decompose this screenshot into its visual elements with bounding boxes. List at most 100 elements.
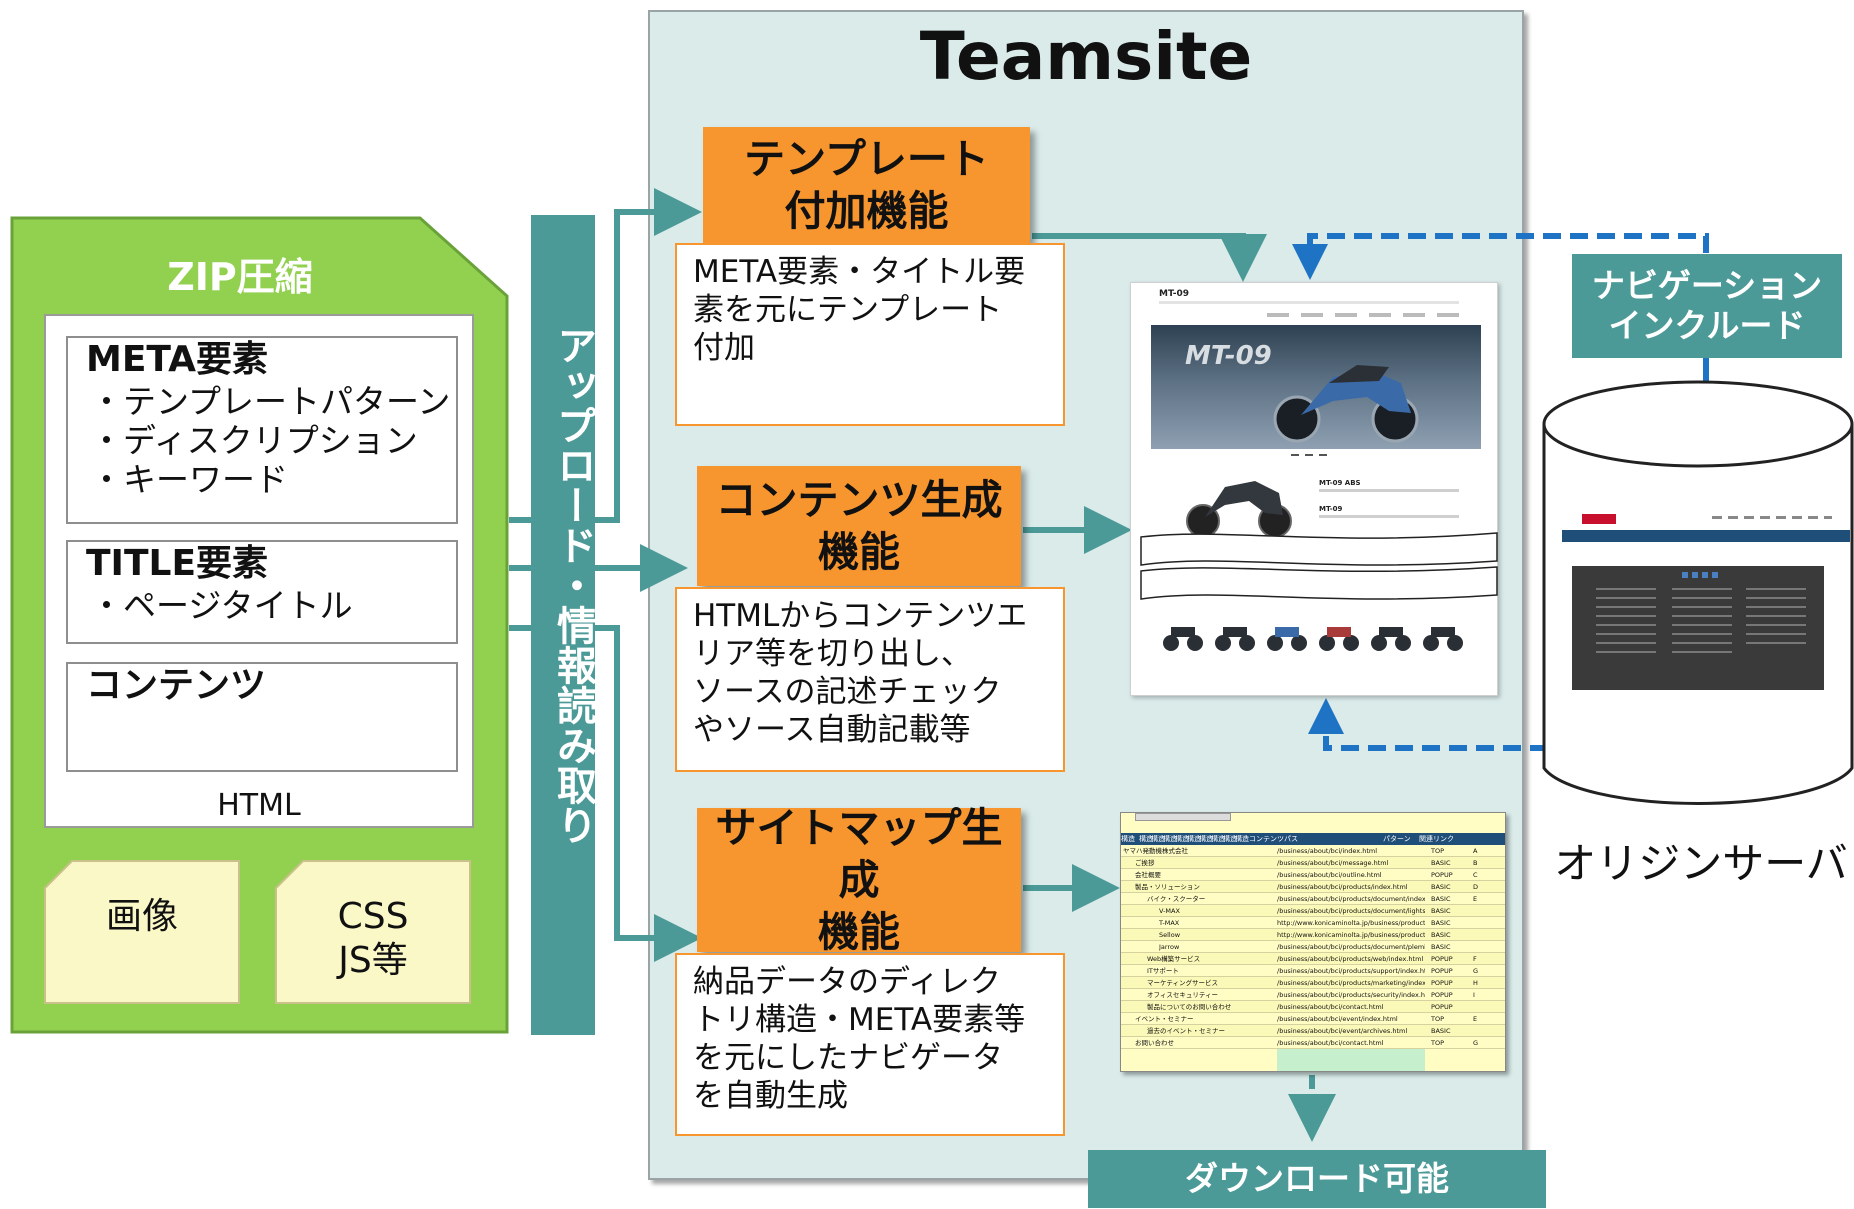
- sheet-pattern-cell: BASIC: [1431, 895, 1451, 903]
- sheet-header-cell: 構造: [1121, 835, 1135, 843]
- image-file-label: 画像: [105, 896, 178, 937]
- sheet-header-row: 構造構造構造構造構造構造構造構造構造構造コンテンツパスパターン関連リンク: [1121, 833, 1505, 845]
- include-header-snippet: [1562, 510, 1850, 544]
- sitemap-spreadsheet: 構造構造構造構造構造構造構造構造構造構造コンテンツパスパターン関連リンク ヤマハ…: [1120, 812, 1506, 1072]
- footer-link-column: [1746, 588, 1806, 648]
- sheet-link-cell: C: [1473, 871, 1478, 879]
- contents-heading: コンテンツ: [86, 665, 267, 706]
- sheet-pattern-cell: POPUP: [1431, 1003, 1453, 1011]
- description-line: トリ構造・META要素等: [693, 1002, 1026, 1038]
- css-js-file: [275, 860, 471, 1004]
- sheet-pattern-cell: BASIC: [1431, 943, 1451, 951]
- meta-element-box: META要素 ・テンプレートパターン ・ディスクリプション ・キーワード: [66, 336, 458, 524]
- html-file: META要素 ・テンプレートパターン ・ディスクリプション ・キーワード TIT…: [44, 314, 474, 828]
- sheet-structure-cell: V-MAX: [1159, 907, 1180, 915]
- description-line: 納品データのディレク: [693, 964, 1001, 1000]
- sheet-path-cell: http://www.konicaminolta.jp/business/pro…: [1277, 931, 1425, 939]
- sheet-pattern-cell: BASIC: [1431, 931, 1451, 939]
- include-global-nav: [1562, 530, 1850, 542]
- sheet-structure-cell: Jarrow: [1159, 943, 1180, 951]
- sheet-row: 製品についてのお問い合わせ/business/about/bci/contact…: [1121, 1001, 1505, 1013]
- sheet-structure-cell: T-MAX: [1159, 919, 1180, 927]
- upload-bar-label: アップロード・情報読み取り: [550, 325, 596, 845]
- sheet-header-cell: コンテンツパス: [1249, 835, 1298, 843]
- sheet-pattern-cell: BASIC: [1431, 859, 1451, 867]
- sheet-link-cell: A: [1473, 847, 1478, 855]
- preview-model-name: MT-09: [1319, 505, 1343, 513]
- sheet-pattern-cell: POPUP: [1431, 991, 1453, 999]
- model-lineup-thumbnails: [1163, 627, 1463, 651]
- sheet-row: Web構築サービス/business/about/bci/products/we…: [1121, 953, 1505, 965]
- html-caption: HTML: [217, 788, 301, 823]
- sheet-pattern-cell: TOP: [1431, 1015, 1445, 1023]
- template-function-description: META要素・タイトル要 素を元にテンプレート 付加: [675, 243, 1065, 426]
- meta-item: ・テンプレートパターン: [90, 382, 451, 421]
- generated-page-preview: MT-09 MT-09 MT-09 ABS MT-09: [1130, 282, 1498, 696]
- sheet-link-cell: F: [1473, 955, 1477, 963]
- sheet-structure-cell: お問い合わせ: [1135, 1039, 1174, 1047]
- preview-model-text: [1319, 489, 1459, 492]
- preview-model-name: MT-09 ABS: [1319, 479, 1361, 487]
- title-element-box: TITLE要素 ・ページタイトル: [66, 540, 458, 644]
- sitemap-function-title: 機能: [818, 908, 900, 956]
- contents-function-title: コンテンツ生成: [715, 476, 1003, 524]
- zip-title: ZIP圧縮: [167, 255, 313, 299]
- sheet-link-cell: G: [1473, 1039, 1479, 1047]
- sheet-link-cell: G: [1473, 967, 1479, 975]
- sheet-link-cell: E: [1473, 1015, 1478, 1023]
- sheet-link-cell: H: [1473, 979, 1478, 987]
- sheet-header-cell: パターン: [1383, 835, 1411, 843]
- title-element-item: ・ページタイトル: [90, 586, 353, 625]
- social-icons: [1682, 572, 1718, 578]
- sheet-path-cell: /business/about/bci/message.html: [1277, 859, 1389, 867]
- sheet-row: バイク・スクーター/business/about/bci/products/do…: [1121, 893, 1505, 905]
- sitemap-function-description: 納品データのディレク トリ構造・META要素等 を元にしたナビゲータ を自動生成: [675, 953, 1065, 1136]
- navigation-include-line: インクルード: [1608, 306, 1806, 345]
- sheet-path-cell: /business/about/bci/products/support/ind…: [1277, 967, 1425, 975]
- sheet-path-cell: /business/about/bci/contact.html: [1277, 1039, 1384, 1047]
- sheet-structure-cell: ITサポート: [1147, 967, 1179, 975]
- sheet-path-cell: /business/about/bci/outline.html: [1277, 871, 1382, 879]
- sheet-row: Jarrow/business/about/bci/products/docum…: [1121, 941, 1505, 953]
- yamaha-logo-icon: [1582, 514, 1616, 524]
- sheet-row: オフィスセキュリティー/business/about/bci/products/…: [1121, 989, 1505, 1001]
- preview-hero-text: MT-09: [1185, 341, 1272, 371]
- sheet-link-cell: E: [1473, 895, 1478, 903]
- sheet-header-cell: 構造: [1223, 835, 1237, 843]
- sheet-header-cell: 構造: [1211, 835, 1225, 843]
- css-js-file-label: CSS JS等: [337, 896, 409, 981]
- upload-bar: アップロード・情報読み取り: [531, 215, 596, 1035]
- navigation-include-line: ナビゲーション: [1591, 266, 1823, 305]
- title-element-heading: TITLE要素: [86, 543, 269, 584]
- sheet-path-cell: /business/about/bci/products/web/index.h…: [1277, 955, 1424, 963]
- description-line: HTMLからコンテンツエ: [693, 598, 1028, 634]
- sheet-link-cell: D: [1473, 883, 1479, 891]
- sheet-header-cell: 構造: [1151, 835, 1165, 843]
- sheet-structure-cell: オフィスセキュリティー: [1147, 991, 1218, 999]
- sheet-pattern-cell: BASIC: [1431, 883, 1451, 891]
- sheet-header-cell: 関連リンク: [1419, 835, 1454, 843]
- sheet-pattern-cell: BASIC: [1431, 907, 1451, 915]
- sheet-row: 製品・ソリューション/business/about/bci/products/i…: [1121, 881, 1505, 893]
- omission-wave-band: [1140, 532, 1498, 600]
- sheet-structure-cell: マーケティングサービス: [1147, 979, 1218, 987]
- sheet-header-cell: 構造: [1235, 835, 1249, 843]
- sheet-path-cell: /business/about/bci/event/index.html: [1277, 1015, 1398, 1023]
- sheet-row: イベント・セミナー/business/about/bci/event/index…: [1121, 1013, 1505, 1025]
- sheet-row: ITサポート/business/about/bci/products/suppo…: [1121, 965, 1505, 977]
- teamsite-title: Teamsite: [919, 18, 1253, 95]
- sheet-pattern-cell: TOP: [1431, 847, 1445, 855]
- sheet-pattern-cell: POPUP: [1431, 967, 1453, 975]
- description-line: 素を元にテンプレート: [693, 292, 1003, 328]
- sheet-structure-cell: 製品についてのお問い合わせ: [1147, 1003, 1232, 1011]
- motorcycle-icon: [1186, 481, 1292, 538]
- contents-function-description: HTMLからコンテンツエ リア等を切り出し、 ソースの記述チェック やソース自動…: [675, 587, 1065, 772]
- sheet-structure-cell: ヤマハ発動機株式会社: [1123, 847, 1188, 855]
- sheet-row: 過去のイベント・セミナー/business/about/bci/event/ar…: [1121, 1025, 1505, 1037]
- sheet-row: V-MAX/business/about/bci/products/docume…: [1121, 905, 1505, 917]
- sheet-empty-rows: [1277, 1049, 1425, 1071]
- preview-page-title: MT-09: [1159, 289, 1190, 299]
- preview-hero-image: MT-09: [1151, 325, 1481, 449]
